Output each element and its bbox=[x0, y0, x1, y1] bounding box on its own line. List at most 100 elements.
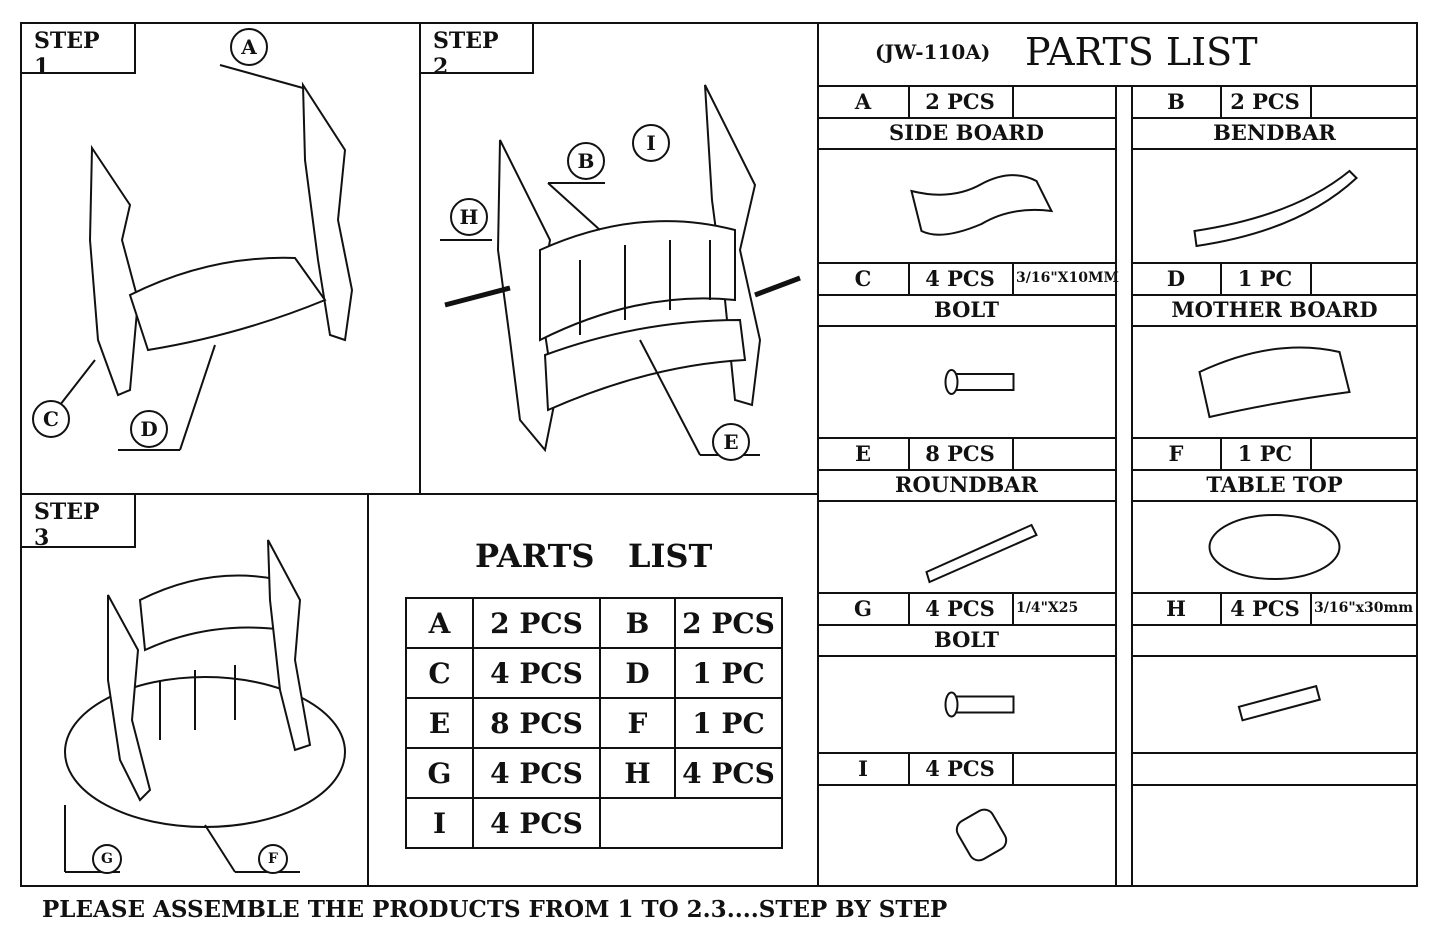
row-divider bbox=[1132, 784, 1417, 786]
cell-divider bbox=[1220, 592, 1222, 624]
bolt-icon bbox=[944, 369, 1015, 395]
cell-divider bbox=[1012, 752, 1014, 784]
summary-letter: C bbox=[405, 647, 474, 699]
cell-divider bbox=[1220, 85, 1222, 117]
page-frame bbox=[20, 22, 1418, 887]
summary-qty: 4 PCS bbox=[674, 747, 783, 799]
callout-c: C bbox=[32, 400, 70, 438]
row-divider bbox=[818, 437, 1115, 439]
step-3-label: STEP 3 bbox=[20, 493, 136, 551]
row-divider bbox=[818, 325, 1115, 327]
summary-letter: A bbox=[405, 597, 474, 649]
part-name: TABLE TOP bbox=[1206, 472, 1343, 497]
row-divider bbox=[818, 500, 1115, 502]
long-bolt-icon bbox=[1237, 684, 1322, 722]
callout-e: E bbox=[712, 423, 750, 461]
step-3-diagram bbox=[64, 539, 346, 873]
row-divider bbox=[1132, 469, 1417, 471]
cell-divider bbox=[1012, 85, 1014, 117]
summary-qty: 1 PC bbox=[674, 647, 783, 699]
cell-divider bbox=[1012, 592, 1014, 624]
part-spec bbox=[1310, 437, 1417, 469]
cell-divider bbox=[908, 262, 910, 294]
parts-list-title: PARTS LIST bbox=[1025, 30, 1258, 74]
part-letter: C bbox=[854, 265, 872, 291]
row-divider bbox=[818, 655, 1115, 657]
summary-qty: 2 PCS bbox=[674, 597, 783, 649]
divider bbox=[367, 493, 369, 887]
cell-divider bbox=[1310, 262, 1312, 294]
summary-qty: 4 PCS bbox=[472, 747, 601, 799]
row-divider bbox=[818, 85, 1418, 87]
cell-divider bbox=[1220, 262, 1222, 294]
summary-qty: 2 PCS bbox=[472, 597, 601, 649]
part-spec: 3/16"X10MM bbox=[1016, 270, 1119, 286]
model-number: (JW-110A) bbox=[875, 40, 991, 64]
part-qty: 1 PC bbox=[1237, 265, 1293, 291]
callout-g: G bbox=[92, 844, 122, 874]
summary-letter: B bbox=[599, 597, 676, 649]
row-divider bbox=[1132, 655, 1417, 657]
cell-divider bbox=[908, 85, 910, 117]
part-qty: 8 PCS bbox=[925, 440, 995, 466]
side-board-icon bbox=[910, 174, 1054, 236]
footer-instruction: PLEASE ASSEMBLE THE PRODUCTS FROM 1 TO 2… bbox=[42, 896, 948, 923]
part-name: MOTHER BOARD bbox=[1171, 297, 1378, 322]
part-spec: 3/16"x30mm bbox=[1314, 600, 1414, 616]
row-divider bbox=[1132, 148, 1417, 150]
row-divider bbox=[1132, 592, 1417, 594]
part-letter: I bbox=[858, 755, 868, 781]
summary-qty: 1 PC bbox=[674, 697, 783, 749]
divider bbox=[419, 22, 421, 494]
cell-divider bbox=[1012, 262, 1014, 294]
summary-qty: 4 PCS bbox=[472, 797, 601, 849]
part-letter: F bbox=[1168, 440, 1184, 466]
callout-f: F bbox=[258, 844, 288, 874]
divider bbox=[817, 22, 819, 887]
barrel-nut-icon bbox=[955, 808, 1008, 862]
part-qty: 4 PCS bbox=[925, 265, 995, 291]
row-divider bbox=[818, 294, 1115, 296]
summary-qty: 4 PCS bbox=[472, 647, 601, 699]
cell-divider bbox=[1310, 437, 1312, 469]
part-spec bbox=[1012, 437, 1115, 469]
part-spec bbox=[1310, 85, 1417, 117]
row-divider bbox=[1132, 294, 1417, 296]
part-qty: 1 PC bbox=[1237, 440, 1293, 466]
summary-letter: E bbox=[405, 697, 474, 749]
part-qty: 4 PCS bbox=[1230, 595, 1300, 621]
summary-letter: G bbox=[405, 747, 474, 799]
mother-board-icon bbox=[1198, 346, 1351, 419]
step-2-label: STEP 2 bbox=[419, 22, 534, 80]
callout-i: I bbox=[632, 124, 670, 162]
table-top-icon bbox=[1208, 514, 1341, 580]
column-divider bbox=[1131, 85, 1133, 887]
summary-qty: 8 PCS bbox=[472, 697, 601, 749]
part-qty: 2 PCS bbox=[925, 88, 995, 114]
callout-b: B bbox=[567, 142, 605, 180]
part-name: ROUNDBAR bbox=[895, 472, 1038, 497]
column-divider bbox=[1115, 85, 1117, 887]
part-spec: 1/4"X25 bbox=[1016, 600, 1079, 616]
cell-divider bbox=[1012, 437, 1014, 469]
roundbar-icon bbox=[925, 523, 1038, 584]
summary-title: PARTS LIST bbox=[475, 537, 713, 575]
step-1-label: STEP 1 bbox=[20, 22, 136, 80]
part-qty: 2 PCS bbox=[1230, 88, 1300, 114]
part-spec bbox=[1310, 262, 1417, 294]
part-letter: B bbox=[1167, 88, 1185, 114]
summary-letter: F bbox=[599, 697, 676, 749]
row-divider bbox=[818, 148, 1115, 150]
row-divider bbox=[818, 624, 1115, 626]
part-name bbox=[1132, 624, 1417, 655]
cell-divider bbox=[908, 592, 910, 624]
cell-divider bbox=[1310, 85, 1312, 117]
row-divider bbox=[1132, 325, 1417, 327]
callout-a: A bbox=[230, 28, 268, 66]
part-qty: 4 PCS bbox=[925, 595, 995, 621]
